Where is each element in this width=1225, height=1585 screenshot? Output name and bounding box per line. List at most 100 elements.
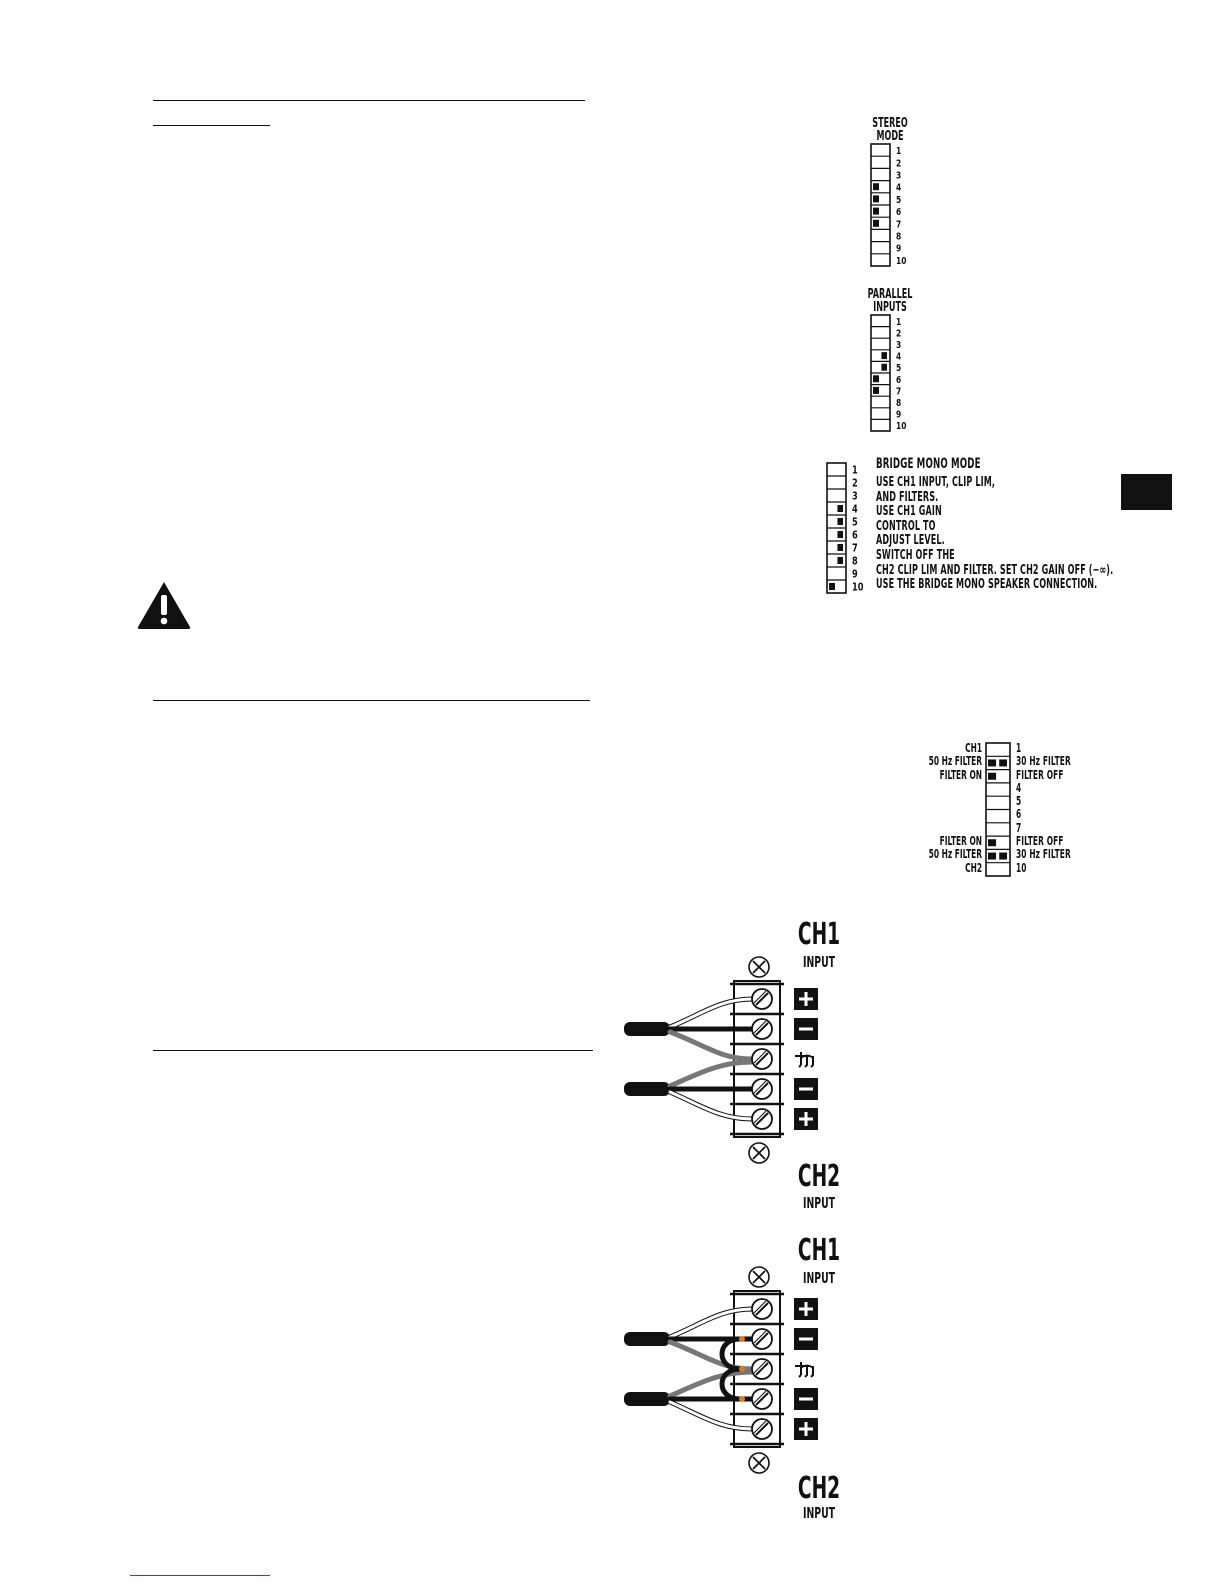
heading-rule-1: [153, 100, 585, 101]
connector1-plus-sign-1-icon: [794, 988, 818, 1010]
connector1-ch2-input-label: INPUT: [803, 1194, 835, 1212]
stereo-switch-4-toggle-left: [873, 183, 879, 191]
filter-right-label: 30 Hz FILTER: [1016, 847, 1071, 862]
bridge-switch-4-toggle-right: [837, 505, 843, 512]
bridge-instruction-line: AND FILTERS.: [876, 489, 939, 505]
connector2-top-mount-screw-icon: [748, 1266, 770, 1288]
filter-right-label: 1: [1016, 741, 1022, 755]
connector1-ground-icon: [795, 1052, 814, 1068]
connector1-terminal-screw-5-icon: [751, 1108, 773, 1130]
parallel-switch-number: 6: [896, 375, 901, 386]
connector1-ch1-label: CH1: [797, 917, 841, 952]
filter-left-label: [919, 795, 982, 808]
connector1-cable-ch2-jacket: [624, 1082, 670, 1096]
parallel-switch-number: 4: [896, 352, 901, 363]
bridge-instruction-line: ADJUST LEVEL.: [876, 533, 945, 549]
connector1-cable-ch1-jacket: [624, 1022, 670, 1036]
filter-left-label: FILTER ON: [939, 834, 982, 849]
bridge-switch-number: 9: [852, 568, 858, 580]
filter-left-label: CH1: [965, 741, 982, 755]
stereo-switch-number: 2: [896, 158, 901, 169]
connector1-minus-sign-2-icon: [794, 1018, 818, 1040]
bridge-instruction-line: USE CH1 GAIN: [876, 504, 942, 520]
stereo-title: STEREO: [872, 116, 908, 131]
stereo-switch-number: 10: [896, 256, 906, 267]
bridge-instruction-line: USE THE BRIDGE MONO SPEAKER CONNECTION.: [876, 577, 1098, 593]
filter-switch-2-toggle-right: [999, 759, 1007, 767]
filter-left-label: [919, 822, 982, 835]
bridge-switch-number: 1: [852, 464, 858, 476]
filter-left-label: 50 Hz FILTER: [928, 754, 982, 769]
stereo-switch-number: 3: [896, 171, 901, 182]
chapter-tab-marker: [1121, 474, 1172, 510]
stereo-switch-number: 8: [896, 232, 901, 243]
bridge-instruction-line: USE CH1 INPUT, CLIP LIM,: [876, 475, 996, 490]
connector2-ch2-label: CH2: [797, 1471, 841, 1506]
stereo-switch-7-toggle-left: [873, 219, 879, 227]
bridge-switch-number: 10: [852, 581, 864, 593]
filter-switch-9-toggle-left: [988, 852, 997, 860]
stereo-switch-5-toggle-left: [873, 195, 879, 203]
filter-right-label: FILTER OFF: [1016, 834, 1064, 849]
stereo-switch-6-toggle-left: [873, 207, 879, 215]
connector1-terminal-screw-1-icon: [751, 988, 773, 1010]
bridge-switch-7-toggle-right: [837, 544, 843, 551]
filter-right-label: 4: [1016, 780, 1022, 795]
filter-left-label: FILTER ON: [939, 767, 982, 782]
parallel-switch-number: 5: [896, 363, 901, 374]
parallel-switch-6-toggle-left: [873, 375, 879, 383]
stereo-switch-number: 1: [896, 146, 901, 157]
parallel-switch-4-toggle-right: [881, 352, 887, 360]
parallel-switch-number: 10: [896, 421, 906, 432]
bridge-switch-5-toggle-right: [837, 518, 843, 525]
stereo-switch-number: 9: [896, 244, 901, 255]
parallel-switch-number: 7: [896, 386, 901, 397]
connector1-top-mount-screw-icon: [748, 956, 770, 978]
connector1-terminal-screw-2-icon: [751, 1018, 773, 1040]
connector2-ch1-input-label: INPUT: [803, 1269, 835, 1287]
connector1-plus-sign-5-icon: [794, 1108, 818, 1130]
bridge-switch-number: 6: [852, 529, 858, 541]
filter-switch-9-toggle-right: [999, 852, 1007, 860]
connector2-terminal-screw-1-icon: [751, 1298, 773, 1320]
connector2-ch2-input-label: INPUT: [803, 1504, 835, 1522]
bridge-switch-number: 2: [852, 477, 858, 489]
connector2-terminal-screw-5-icon: [751, 1418, 773, 1440]
filter-right-label: 10: [1016, 860, 1027, 875]
parallel-switch-number: 9: [896, 410, 901, 421]
filter-left-label: 50 Hz FILTER: [928, 847, 982, 862]
connector2-cable-ch1-jacket: [624, 1332, 670, 1346]
connector2-cable-ch2-jacket: [624, 1392, 670, 1406]
input-terminal-block-diagram-1: [624, 956, 818, 1164]
parallel-subtitle: INPUTS: [873, 300, 907, 315]
bridge-switch-number: 8: [852, 555, 858, 567]
stereo-switch-number: 5: [896, 195, 901, 206]
warning-triangle-icon: [137, 582, 191, 629]
filter-left-label: CH2: [965, 860, 982, 875]
bridge-instruction-line: CH2 CLIP LIM AND FILTER. SET CH2 GAIN OF…: [876, 562, 1114, 578]
connector1-minus-sign-4-icon: [794, 1078, 818, 1100]
connector2-terminal-screw-3-icon: [751, 1358, 773, 1380]
bridge-instructions: USE CH1 INPUT, CLIP LIM,AND FILTERS.USE …: [876, 475, 1225, 593]
filter-right-label: 5: [1016, 794, 1022, 809]
heading-underline-1: [153, 125, 270, 126]
parallel-switch-number: 8: [896, 398, 901, 409]
connector2-ch1-label: CH1: [797, 1233, 841, 1268]
connector1-terminal-screw-4-icon: [751, 1078, 773, 1100]
filter-right-label: 30 Hz FILTER: [1016, 754, 1071, 769]
stereo-switch-number: 4: [896, 183, 901, 194]
heading-rule-2: [153, 700, 590, 701]
filter-left-label: [919, 782, 982, 795]
parallel-switch-number: 2: [896, 328, 901, 339]
connector2-minus-sign-4-icon: [794, 1388, 818, 1410]
footer-link-underline: [130, 1575, 270, 1576]
filter-right-label: 6: [1016, 807, 1022, 822]
filter-left-label: [919, 808, 982, 821]
parallel-switch-7-toggle-left: [873, 386, 879, 394]
bridge-switch-10-toggle-left: [829, 583, 835, 590]
connector1-terminal-screw-3-icon: [751, 1048, 773, 1070]
filter-switch-2-toggle-left: [988, 759, 997, 767]
